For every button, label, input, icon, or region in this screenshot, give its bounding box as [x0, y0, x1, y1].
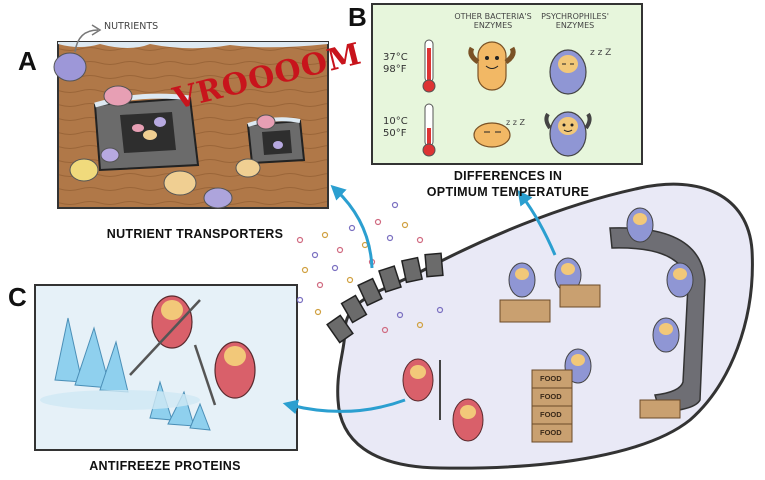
nutrient-blob — [100, 147, 120, 163]
panel-c-caption: ANTIFREEZE PROTEINS — [89, 459, 241, 473]
enzyme-awake-warm — [468, 41, 516, 91]
membrane-transporters — [326, 252, 444, 344]
nutrient-blob — [53, 52, 87, 82]
food-crate-stack — [531, 369, 573, 443]
sleep-indicator: z z Z — [506, 118, 525, 127]
panel-a-caption: NUTRIENT TRANSPORTERS — [106, 227, 284, 241]
frost — [58, 42, 328, 49]
crate — [639, 399, 681, 419]
nutrient-dots — [296, 201, 444, 334]
nutrient-blob — [154, 117, 166, 127]
nutrient-blob — [103, 85, 133, 107]
arrow-to-panel-b — [517, 189, 557, 256]
psychrophile-enzyme-awake-cold — [544, 111, 592, 157]
worker-cell — [666, 262, 694, 298]
panel-a — [53, 24, 329, 209]
nutrient-blob — [143, 130, 157, 140]
nutrients-pointer — [74, 29, 99, 53]
thermometer-warm-icon — [422, 39, 436, 93]
food-crate-label: FOOD — [540, 410, 562, 419]
nutrient-blob — [132, 124, 144, 132]
column-header-psychrophiles: PSYCHROPHILES'ENZYMES — [541, 12, 609, 31]
food-crate-label: FOOD — [540, 428, 562, 437]
arrow-to-panel-a — [330, 184, 374, 269]
guard-cell — [452, 398, 484, 442]
nutrient-blob — [256, 114, 276, 130]
food-crate-label: FOOD — [540, 374, 562, 383]
nutrient-blob — [273, 141, 283, 149]
panel-b — [371, 3, 643, 165]
psychrophile-enzyme-sleeping-warm — [549, 49, 587, 95]
nutrient-blob — [203, 187, 233, 209]
transporter-small — [246, 117, 306, 165]
antifreeze-protein-warrior — [129, 295, 201, 376]
food-crate-label: FOOD — [540, 392, 562, 401]
antifreeze-protein-warrior — [193, 341, 256, 406]
thermometer-cold-icon — [422, 103, 436, 157]
worker-cell — [508, 262, 536, 298]
nutrient-blob — [235, 158, 261, 178]
panel-c-letter: C — [8, 282, 27, 312]
guard-cell — [402, 358, 441, 420]
panel-c — [34, 284, 298, 451]
crate — [499, 299, 551, 323]
nutrients-label: NUTRIENTS — [104, 21, 159, 32]
bacterial-cell — [326, 182, 754, 470]
worker-cell — [652, 317, 680, 353]
cell-membrane — [336, 182, 754, 470]
enzyme-sleeping-cold — [473, 122, 511, 148]
panel-a-letter: A — [18, 46, 37, 76]
worker-cell — [626, 207, 654, 243]
panel-b-letter: B — [348, 2, 367, 32]
nutrient-blob — [163, 170, 197, 196]
arrow-to-panel-c — [282, 398, 406, 415]
nutrient-blob — [69, 158, 99, 182]
ice-crystals — [54, 317, 211, 431]
sleep-indicator: z z Z — [590, 48, 612, 58]
crate — [559, 284, 601, 308]
